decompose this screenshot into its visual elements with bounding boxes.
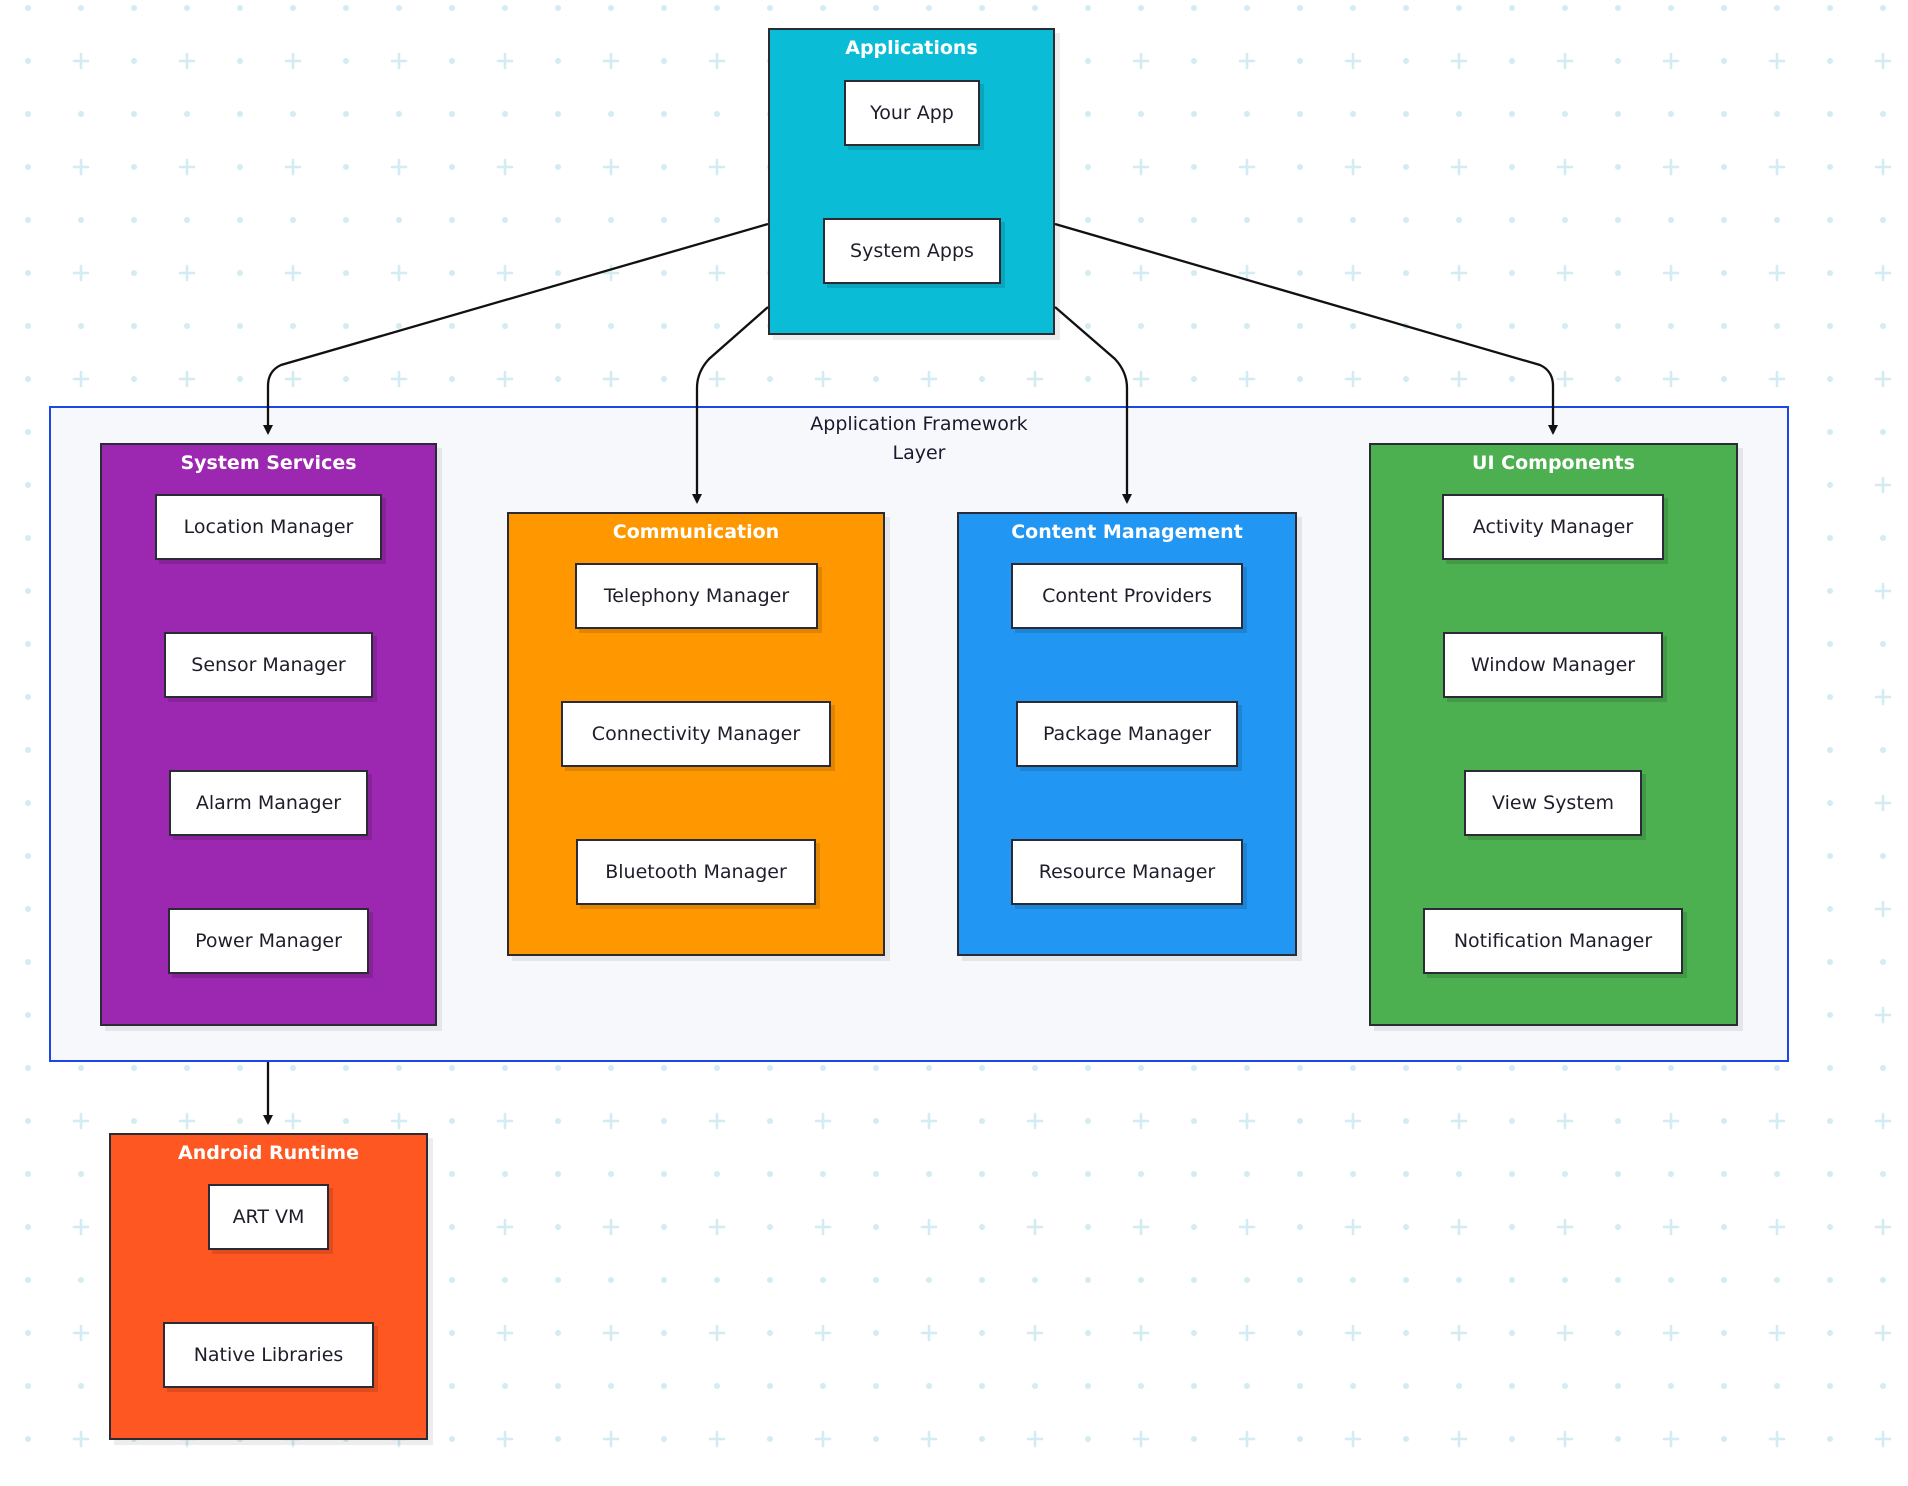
node-activity-manager[interactable]: Activity Manager: [1442, 494, 1664, 560]
edge-applications-to-ui-components: [1054, 222, 1558, 435]
node-notification-manager[interactable]: Notification Manager: [1423, 908, 1683, 974]
node-connectivity-manager[interactable]: Connectivity Manager: [561, 701, 831, 767]
framework-title-line2: Layer: [892, 442, 946, 464]
node-window-manager[interactable]: Window Manager: [1443, 632, 1663, 698]
node-package-manager[interactable]: Package Manager: [1016, 701, 1238, 767]
node-resource-manager[interactable]: Resource Manager: [1011, 839, 1243, 905]
node-alarm-manager[interactable]: Alarm Manager: [169, 770, 368, 836]
android-runtime-title: Android Runtime: [178, 1142, 359, 1164]
node-location-manager[interactable]: Location Manager: [155, 494, 382, 560]
framework-title: Application Framework Layer: [51, 410, 1787, 468]
system-services-title: System Services: [180, 452, 357, 474]
node-art-vm[interactable]: ART VM: [208, 1184, 329, 1250]
edge-applications-to-content-management: [1054, 306, 1132, 504]
framework-title-line1: Application Framework: [810, 413, 1028, 435]
node-view-system[interactable]: View System: [1464, 770, 1642, 836]
node-power-manager[interactable]: Power Manager: [168, 908, 369, 974]
node-system-apps[interactable]: System Apps: [823, 218, 1001, 284]
edge-applications-to-system-services: [263, 222, 769, 435]
node-native-libraries[interactable]: Native Libraries: [163, 1322, 374, 1388]
communication-title: Communication: [612, 521, 780, 543]
node-content-providers[interactable]: Content Providers: [1011, 563, 1243, 629]
content-management-title: Content Management: [1011, 521, 1243, 543]
node-sensor-manager[interactable]: Sensor Manager: [164, 632, 373, 698]
node-your-app[interactable]: Your App: [844, 80, 980, 146]
ui-components-title: UI Components: [1472, 452, 1635, 474]
node-bluetooth-manager[interactable]: Bluetooth Manager: [576, 839, 816, 905]
edge-applications-to-communication: [692, 306, 769, 504]
node-telephony-manager[interactable]: Telephony Manager: [575, 563, 818, 629]
applications-title: Applications: [845, 37, 978, 59]
